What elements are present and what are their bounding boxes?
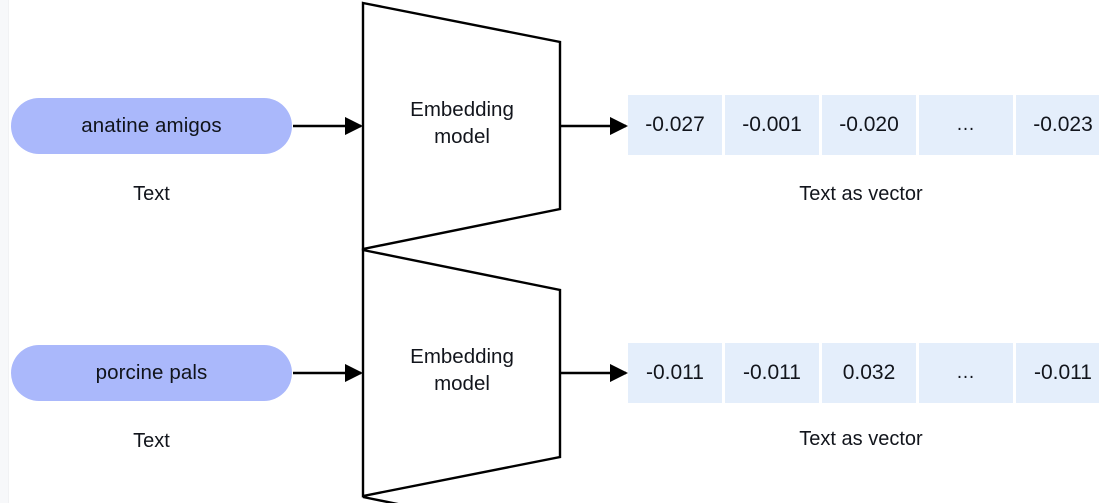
text-input-pill-1[interactable]: anatine amigos: [11, 98, 292, 154]
page-gutter: [0, 0, 8, 503]
vector-cell: -0.011: [628, 343, 722, 403]
vector-cell: -0.011: [1016, 343, 1099, 403]
embedding-model-shape-3-partial: [362, 495, 399, 503]
vector-row-2: -0.011 -0.011 0.032 … -0.011: [628, 343, 1099, 403]
embedding-model-label-1: Embedding model: [410, 98, 514, 148]
text-caption-1: Text: [133, 183, 170, 205]
vector-cell: -0.020: [822, 95, 916, 155]
page-gutter-rule: [8, 0, 9, 503]
vector-cell: -0.027: [628, 95, 722, 155]
embedding-model-label-2: Embedding model: [410, 345, 514, 395]
text-caption-2: Text: [133, 430, 170, 452]
vector-caption-2: Text as vector: [799, 428, 923, 450]
vector-cell: -0.001: [725, 95, 819, 155]
text-input-pill-2[interactable]: porcine pals: [11, 345, 292, 401]
vector-cell-ellipsis: …: [919, 95, 1013, 155]
vector-cell: 0.032: [822, 343, 916, 403]
text-input-label-1: anatine amigos: [81, 114, 222, 137]
vector-cell: -0.023: [1016, 95, 1099, 155]
vector-cell: -0.011: [725, 343, 819, 403]
vector-cell-ellipsis: …: [919, 343, 1013, 403]
vector-caption-1: Text as vector: [799, 183, 923, 205]
text-input-label-2: porcine pals: [95, 361, 208, 384]
vector-row-1: -0.027 -0.001 -0.020 … -0.023: [628, 95, 1099, 155]
